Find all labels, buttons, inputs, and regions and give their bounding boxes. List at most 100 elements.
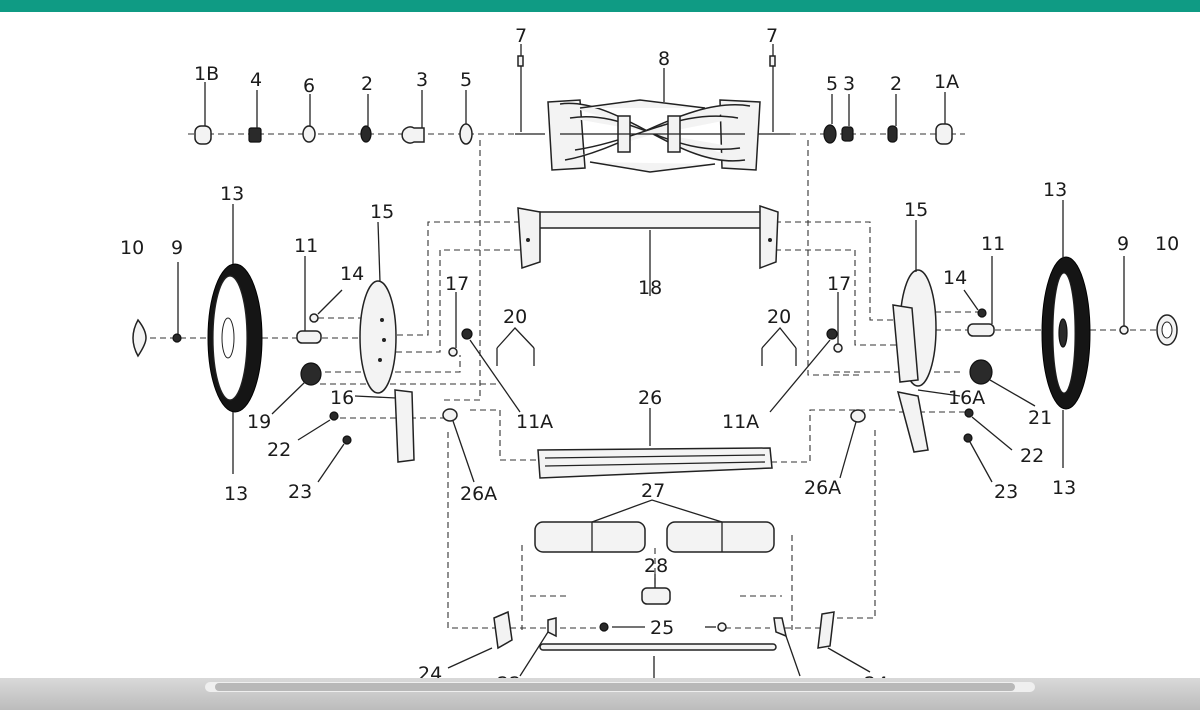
reel-assembly-row bbox=[194, 55, 953, 173]
label-3-right: 3 bbox=[843, 73, 855, 95]
roller-27-left bbox=[534, 521, 646, 553]
label-13-left-bottom: 13 bbox=[224, 483, 248, 505]
bolt-22-left bbox=[329, 411, 339, 421]
bearing-5-right bbox=[823, 124, 837, 144]
bracket-24-right bbox=[817, 611, 835, 649]
label-13-right-top: 13 bbox=[1043, 179, 1067, 201]
exploded-parts-diagram: 1B 4 6 2 3 5 7 8 7 5 3 2 1A 13 10 9 11 1… bbox=[120, 25, 1179, 678]
pin-11-right bbox=[967, 323, 995, 337]
callout-leader-lines bbox=[177, 44, 1125, 678]
key-7-right bbox=[769, 55, 776, 67]
scrollbar-thumb[interactable] bbox=[215, 683, 1015, 691]
nut-11a-right bbox=[826, 328, 838, 340]
clip-9-right bbox=[1119, 325, 1129, 335]
washer-17-right bbox=[833, 343, 843, 353]
callout-labels: 1B 4 6 2 3 5 7 8 7 5 3 2 1A 13 10 9 11 1… bbox=[120, 25, 1179, 678]
spacer-28 bbox=[641, 587, 671, 605]
label-6: 6 bbox=[303, 75, 315, 97]
washer-6 bbox=[302, 125, 316, 143]
label-28: 28 bbox=[644, 555, 668, 577]
nut-23-right bbox=[963, 433, 973, 443]
label-20-left: 20 bbox=[503, 306, 527, 328]
label-2-left: 2 bbox=[361, 73, 373, 95]
label-16: 16 bbox=[330, 387, 354, 409]
screw-25-left bbox=[599, 622, 609, 632]
label-15-left: 15 bbox=[370, 201, 394, 223]
nut-2-right bbox=[887, 125, 898, 143]
bushing-26a-right bbox=[850, 409, 866, 423]
bracket-24-left bbox=[493, 610, 513, 650]
ratchet-4 bbox=[248, 127, 262, 143]
label-17-left: 17 bbox=[445, 273, 469, 295]
bolt-14-right bbox=[977, 308, 987, 318]
label-14-right: 14 bbox=[943, 267, 967, 289]
label-11a-left: 11A bbox=[516, 411, 553, 433]
label-1a: 1A bbox=[934, 71, 959, 93]
bracket-16 bbox=[394, 389, 415, 463]
label-partial-left: 22 bbox=[497, 673, 521, 678]
washer-17-left bbox=[448, 347, 458, 357]
label-3-left: 3 bbox=[416, 69, 428, 91]
clip-right-lower bbox=[773, 617, 788, 638]
nut-2-left bbox=[360, 125, 372, 143]
key-7-left bbox=[517, 55, 524, 67]
label-2-right: 2 bbox=[890, 73, 902, 95]
side-plate-15-left bbox=[359, 280, 397, 394]
clip-9-left bbox=[172, 333, 182, 343]
bolt-14-left bbox=[309, 313, 319, 323]
roller-27-right bbox=[666, 521, 775, 553]
horizontal-scrollbar[interactable] bbox=[205, 682, 1035, 692]
label-10-left: 10 bbox=[120, 237, 144, 259]
roller-axle bbox=[539, 643, 777, 651]
label-5-left: 5 bbox=[460, 69, 472, 91]
nut-23-left bbox=[342, 435, 352, 445]
lower-roller-assembly bbox=[493, 521, 835, 651]
handle-bar-18 bbox=[517, 204, 779, 270]
bottom-scroll-area bbox=[0, 678, 1200, 710]
label-4: 4 bbox=[250, 69, 262, 91]
bolt-22-right bbox=[964, 408, 974, 418]
label-22-right: 22 bbox=[1020, 445, 1044, 467]
label-11-left: 11 bbox=[294, 235, 318, 257]
diagram-viewport: 1B 4 6 2 3 5 7 8 7 5 3 2 1A 13 10 9 11 1… bbox=[0, 12, 1200, 678]
top-accent-bar bbox=[0, 0, 1200, 12]
left-wheel-group bbox=[132, 263, 535, 463]
pin-11-left bbox=[296, 330, 322, 344]
label-26a-right: 26A bbox=[804, 477, 841, 499]
label-11-right: 11 bbox=[981, 233, 1005, 255]
screw-25-right bbox=[717, 622, 727, 632]
label-19: 19 bbox=[247, 411, 271, 433]
label-1b: 1B bbox=[194, 63, 219, 85]
hubcap-10-left bbox=[132, 318, 147, 358]
label-9-right: 9 bbox=[1117, 233, 1129, 255]
label-7-left: 7 bbox=[515, 25, 527, 47]
bracket-16a bbox=[892, 304, 919, 383]
pinion-19 bbox=[300, 362, 322, 386]
bolts-20-left bbox=[496, 348, 535, 366]
label-15-right: 15 bbox=[904, 199, 928, 221]
cutter-bar-26 bbox=[537, 447, 773, 479]
bearing-3-right bbox=[841, 126, 854, 142]
bushing-26a-left bbox=[442, 408, 458, 422]
label-9-left: 9 bbox=[171, 237, 183, 259]
pinion-21 bbox=[969, 359, 993, 385]
cutting-reel-8 bbox=[515, 99, 790, 173]
label-10-right: 10 bbox=[1155, 233, 1179, 255]
bearing-5-left bbox=[459, 123, 473, 145]
label-26: 26 bbox=[638, 387, 662, 409]
label-22-left: 22 bbox=[267, 439, 291, 461]
label-7-right: 7 bbox=[766, 25, 778, 47]
label-23-left: 23 bbox=[288, 481, 312, 503]
nut-11a-left bbox=[461, 328, 473, 340]
label-16a: 16A bbox=[948, 387, 985, 409]
label-18: 18 bbox=[638, 277, 662, 299]
label-20-right: 20 bbox=[767, 306, 791, 328]
label-24-right: 24 bbox=[864, 673, 888, 678]
bearing-cup-1b bbox=[194, 125, 212, 145]
label-13-right-bottom: 13 bbox=[1052, 477, 1076, 499]
label-5-right: 5 bbox=[826, 73, 838, 95]
label-8: 8 bbox=[658, 48, 670, 70]
label-17-right: 17 bbox=[827, 273, 851, 295]
label-23-right: 23 bbox=[994, 481, 1018, 503]
label-27: 27 bbox=[641, 480, 665, 502]
